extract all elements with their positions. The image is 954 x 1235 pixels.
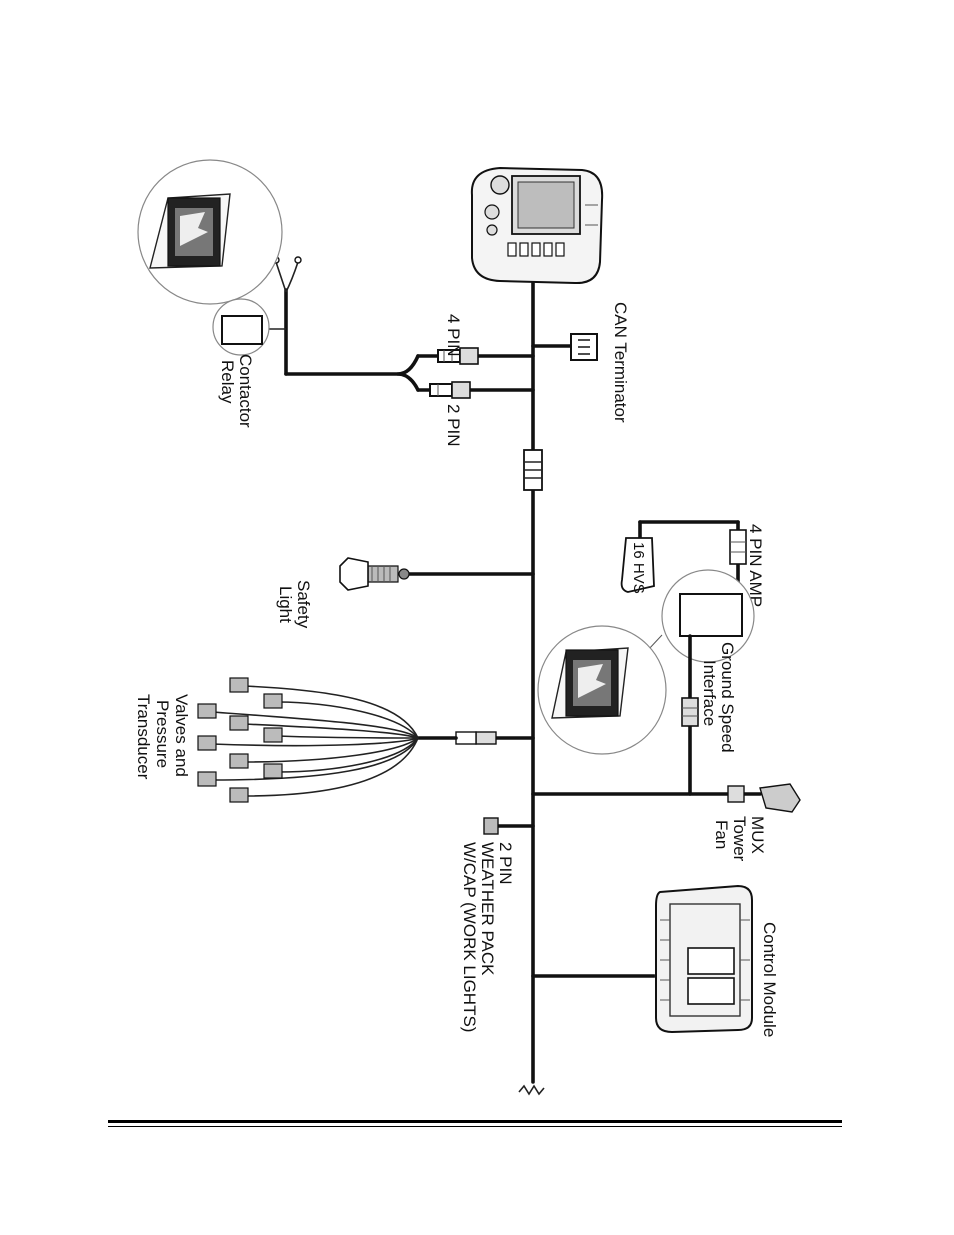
contactor-relay-label-line2: Relay: [218, 360, 237, 404]
can-terminator-label: CAN Terminator: [611, 302, 630, 423]
four-pin-label: 4 PIN: [444, 314, 463, 357]
ground-speed-interface-box: [680, 594, 742, 636]
footer-rule-thick: [108, 1120, 842, 1123]
safety-light-component: [340, 558, 533, 590]
safety-light-label-line2: Light: [276, 586, 295, 623]
valves-harness-connector: [418, 732, 533, 744]
mux-label-line1: MUX: [748, 816, 767, 854]
weather-pack-label-line2: WEATHER PACK: [478, 842, 497, 976]
weather-pack-connector: [484, 818, 533, 834]
mux-label-line2: Tower: [730, 816, 749, 862]
valves-label-line2: Pressure: [153, 700, 172, 768]
mux-label-line3: Fan: [712, 820, 731, 849]
weather-pack-label-line3: W/CAP (WORK LIGHTS): [460, 842, 479, 1032]
sixteen-hvs-label: 16 HVS: [630, 542, 647, 594]
valves-label-line3: Transducer: [134, 694, 153, 780]
weather-pack-label-line1: 2 PIN: [496, 842, 515, 885]
control-module-unit: [656, 886, 752, 1032]
four-pin-amp-connector: [730, 530, 746, 564]
mux-tower-fan-connector: [728, 784, 800, 812]
control-module-label: Control Module: [760, 922, 779, 1037]
valves-fanout-wires: [212, 686, 418, 796]
footer-rule-thin: [108, 1126, 842, 1127]
valve-connector-set: [198, 678, 282, 802]
safety-light-label-line1: Safety: [294, 580, 313, 629]
valves-label-line1: Valves and: [172, 694, 191, 777]
ground-speed-connector: [682, 698, 698, 726]
display-console-icon: [472, 168, 602, 283]
trunk-inline-connector: [524, 450, 542, 490]
can-terminator-connector: [533, 334, 597, 360]
ground-speed-label-line2: Interface: [700, 660, 719, 726]
contactor-relay-label-line1: Contactor: [236, 354, 255, 428]
contactor-relay-box: [222, 316, 262, 344]
ground-speed-label-line1: Ground Speed: [718, 642, 737, 753]
contactor-relay-detail: [138, 160, 282, 310]
two-pin-connector: [430, 382, 470, 398]
two-pin-label: 2 PIN: [444, 404, 463, 447]
